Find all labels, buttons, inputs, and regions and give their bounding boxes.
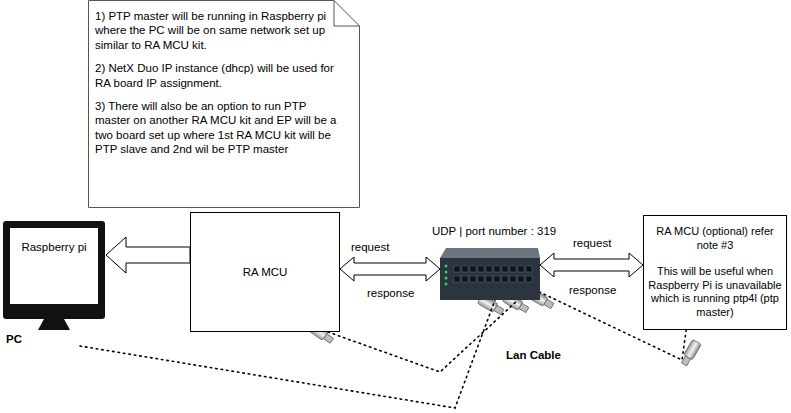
note-text: 2) NetX Duo IP instance (dhcp) will be u… xyxy=(95,61,344,90)
switch-port xyxy=(462,276,468,282)
note-box: 1) PTP master will be running in Raspber… xyxy=(88,0,360,208)
monitor-outline xyxy=(2,220,106,346)
box-outline xyxy=(191,213,340,332)
box-title: RA MCU (optional) refer note #3 xyxy=(648,225,782,253)
switch-port xyxy=(486,276,492,282)
switch-port xyxy=(502,276,508,282)
switch-top xyxy=(440,248,540,258)
edge-label: request xyxy=(572,237,612,251)
switch-led xyxy=(445,265,448,268)
switch-port xyxy=(478,266,484,272)
switch-port xyxy=(518,266,524,272)
switch-port xyxy=(462,266,468,272)
block-arrow xyxy=(540,253,643,277)
note-text: 3) There will also be an option to run P… xyxy=(95,99,344,157)
block-arrow xyxy=(106,237,190,273)
block-arrow xyxy=(340,257,440,281)
switch-port xyxy=(510,266,516,272)
switch-led xyxy=(445,283,448,286)
switch-port xyxy=(454,276,460,282)
screen-label: Raspberry pi xyxy=(12,240,96,254)
switch-led xyxy=(445,277,448,280)
box-outline xyxy=(644,216,787,330)
lan-cable-line xyxy=(328,300,518,372)
switch-port xyxy=(454,266,460,272)
switch-port xyxy=(478,276,484,282)
monitor-screen xyxy=(10,228,98,304)
note-shape xyxy=(89,1,360,208)
mcu-box: RA MCU (optional) refer note #3 This will… xyxy=(643,215,787,330)
mcu-box: RA MCU xyxy=(190,212,340,332)
note-fold xyxy=(334,1,360,27)
switch-port xyxy=(526,276,532,282)
edge-label: response xyxy=(568,284,617,298)
pc-label: PC xyxy=(6,332,22,346)
edge-label: request xyxy=(350,241,390,255)
switch-port xyxy=(526,266,532,272)
switch-port xyxy=(494,276,500,282)
network-switch: UDP | port number : 319 xyxy=(440,248,540,300)
switch-port xyxy=(510,276,516,282)
switch-port xyxy=(502,266,508,272)
switch-label: UDP | port number : 319 xyxy=(432,224,556,238)
switch-port xyxy=(486,266,492,272)
edge-label: response xyxy=(366,287,415,301)
pc-monitor: Raspberry pi PC xyxy=(2,220,106,346)
box-label: RA MCU xyxy=(243,265,288,279)
box-note: This will be useful when Raspberry Pi is… xyxy=(648,265,782,320)
switch-port xyxy=(494,266,500,272)
monitor-stand xyxy=(38,319,70,330)
switch-port xyxy=(470,276,476,282)
note-text: 1) PTP master will be running in Raspber… xyxy=(95,9,344,52)
switch-outline xyxy=(440,248,540,300)
cable-label: Lan Cable xyxy=(505,349,562,363)
switch-front xyxy=(440,258,540,300)
switch-port xyxy=(470,266,476,272)
switch-led xyxy=(445,271,448,274)
monitor-frame xyxy=(3,221,105,319)
switch-port xyxy=(518,276,524,282)
